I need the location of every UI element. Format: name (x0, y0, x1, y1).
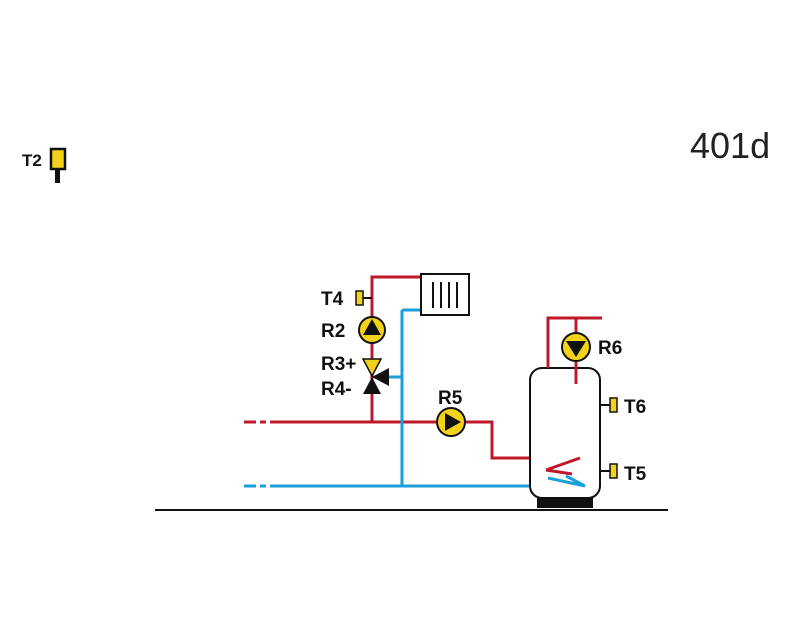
sensor-t5: T5 (600, 463, 647, 485)
temperature-sensor-icon (355, 290, 364, 306)
label-t5: T5 (624, 464, 647, 485)
sensor-t6: T6 (600, 397, 646, 418)
cold-return-line (244, 308, 530, 488)
sensor-t4: T4 (321, 289, 372, 310)
storage-tank (529, 367, 601, 508)
mixing-valve-icon (361, 358, 389, 394)
heating-circuit-supply (370, 275, 421, 422)
label-t6: T6 (624, 397, 646, 418)
radiator-icon (420, 273, 470, 316)
temperature-sensor-icon (609, 397, 618, 413)
scheme-code: 401d (690, 125, 770, 166)
pump-r5: R5 (436, 388, 466, 437)
pump-r6: R6 (561, 332, 622, 362)
label-r2: R2 (321, 321, 345, 342)
label-r4: R4- (321, 379, 352, 400)
hot-supply-line (244, 420, 552, 460)
label-r6: R6 (598, 338, 622, 359)
mixing-valve: R3+ R4- (321, 354, 389, 400)
pump-r2: R2 (321, 316, 386, 344)
temperature-sensor-icon (609, 463, 618, 479)
outdoor-sensor-t2: T2 (22, 147, 67, 183)
label-t4: T4 (321, 289, 344, 310)
storage-tank-icon (529, 367, 601, 499)
label-r3: R3+ (321, 354, 356, 375)
temperature-sensor-icon (49, 147, 67, 171)
label-r5: R5 (438, 388, 463, 409)
label-t2: T2 (22, 151, 42, 170)
radiator (420, 273, 470, 316)
